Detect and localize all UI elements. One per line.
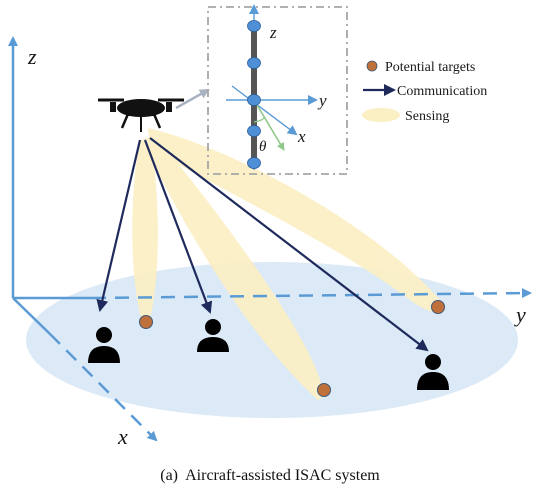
legend-sensing-label: Sensing <box>405 109 449 124</box>
sensing-beams <box>132 128 445 400</box>
y-axis-dashed <box>91 288 532 300</box>
user-3-body-icon <box>417 372 449 390</box>
legend-communication-label: Communication <box>397 84 487 99</box>
theta-label: θ <box>259 139 267 155</box>
user-1 <box>88 327 120 363</box>
inset-z-label: z <box>269 23 277 42</box>
user-3 <box>417 354 449 390</box>
array-element-2 <box>247 57 261 69</box>
y-axis-label: y <box>514 302 526 327</box>
sensing-beam-1 <box>132 140 158 330</box>
inset-y-label: y <box>317 91 327 110</box>
z-axis-label: z <box>27 44 37 69</box>
user-1-body-icon <box>88 346 120 363</box>
array-element-3 <box>247 94 261 106</box>
user-1-head-icon <box>96 327 112 343</box>
inset-border <box>207 6 348 175</box>
x-axis-dashed <box>49 333 158 442</box>
comm-arrow-2 <box>143 139 213 314</box>
comm-arrow-3 <box>149 137 429 352</box>
x-axis-solid <box>12 297 51 335</box>
user-2 <box>197 319 229 352</box>
comm-arrow-1 <box>96 139 142 312</box>
array-element-1 <box>247 20 261 32</box>
drone-icon <box>98 88 210 132</box>
target-2 <box>317 383 331 397</box>
potential-targets <box>139 300 445 397</box>
sensing-beam-2 <box>142 135 323 400</box>
legend-sensing-swatch <box>362 108 400 122</box>
inset-x-axis <box>231 85 298 136</box>
x-axis-label: x <box>117 424 128 449</box>
sensing-beam-3 <box>148 128 445 314</box>
theta-arc <box>253 116 266 123</box>
communication-links <box>96 137 429 352</box>
array-element-4 <box>247 125 261 137</box>
array-elements <box>247 20 261 169</box>
user-2-body-icon <box>197 337 229 352</box>
legend-targets-label: Potential targets <box>385 60 475 75</box>
user-2-head-icon <box>205 319 221 335</box>
user-3-head-icon <box>425 354 441 370</box>
target-1 <box>139 315 153 329</box>
steering-direction <box>253 99 285 151</box>
target-3 <box>431 300 445 314</box>
legend-target-marker <box>366 60 378 72</box>
figure-caption: (a) Aircraft-assisted ISAC system <box>160 467 380 484</box>
array-element-5 <box>247 157 261 169</box>
antenna-array-inset: z y x θ <box>207 4 348 175</box>
legend: Potential targets Communication Sensing <box>362 60 487 124</box>
inset-x-label: x <box>297 127 306 146</box>
